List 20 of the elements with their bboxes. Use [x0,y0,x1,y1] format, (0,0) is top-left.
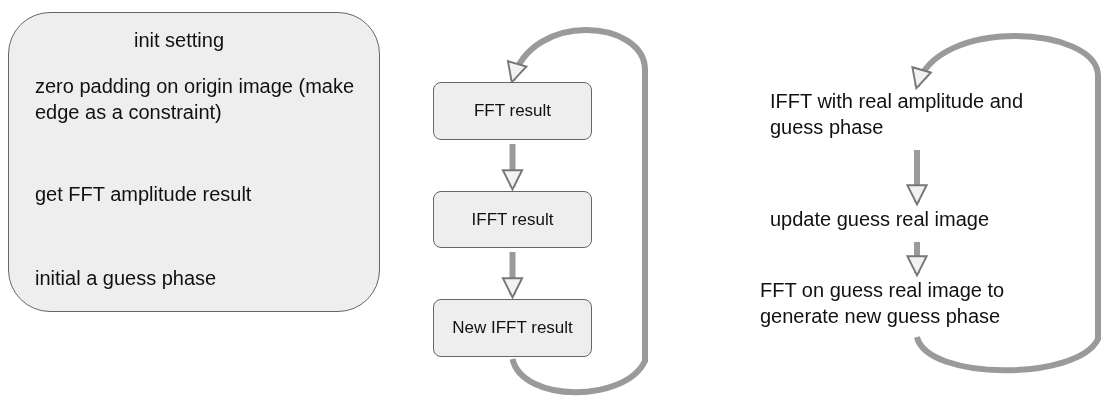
box-label: IFFT result [470,209,555,230]
process-box [433,299,592,357]
arrow [509,27,648,396]
arrow [501,144,524,191]
arrow [914,33,1101,374]
arrow [906,150,928,206]
arrow [501,252,524,299]
process-box [433,191,592,248]
step-text: get FFT amplitude result [35,182,253,207]
step-text: zero padding on origin image (make edge as a constraint) [35,74,356,125]
arrow [906,242,928,277]
panel-heading: init setting [132,28,226,53]
settings-panel [8,12,380,312]
box-label: New IFFT result [451,318,574,338]
step-text: FFT on guess real image to generate new guess phase [760,278,1006,329]
step-text: IFFT with real amplitude and guess phase [770,89,1025,140]
process-box [433,82,592,140]
step-text: initial a guess phase [35,266,218,291]
step-text: update guess real image [770,207,991,232]
box-label: FFT result [472,101,553,121]
